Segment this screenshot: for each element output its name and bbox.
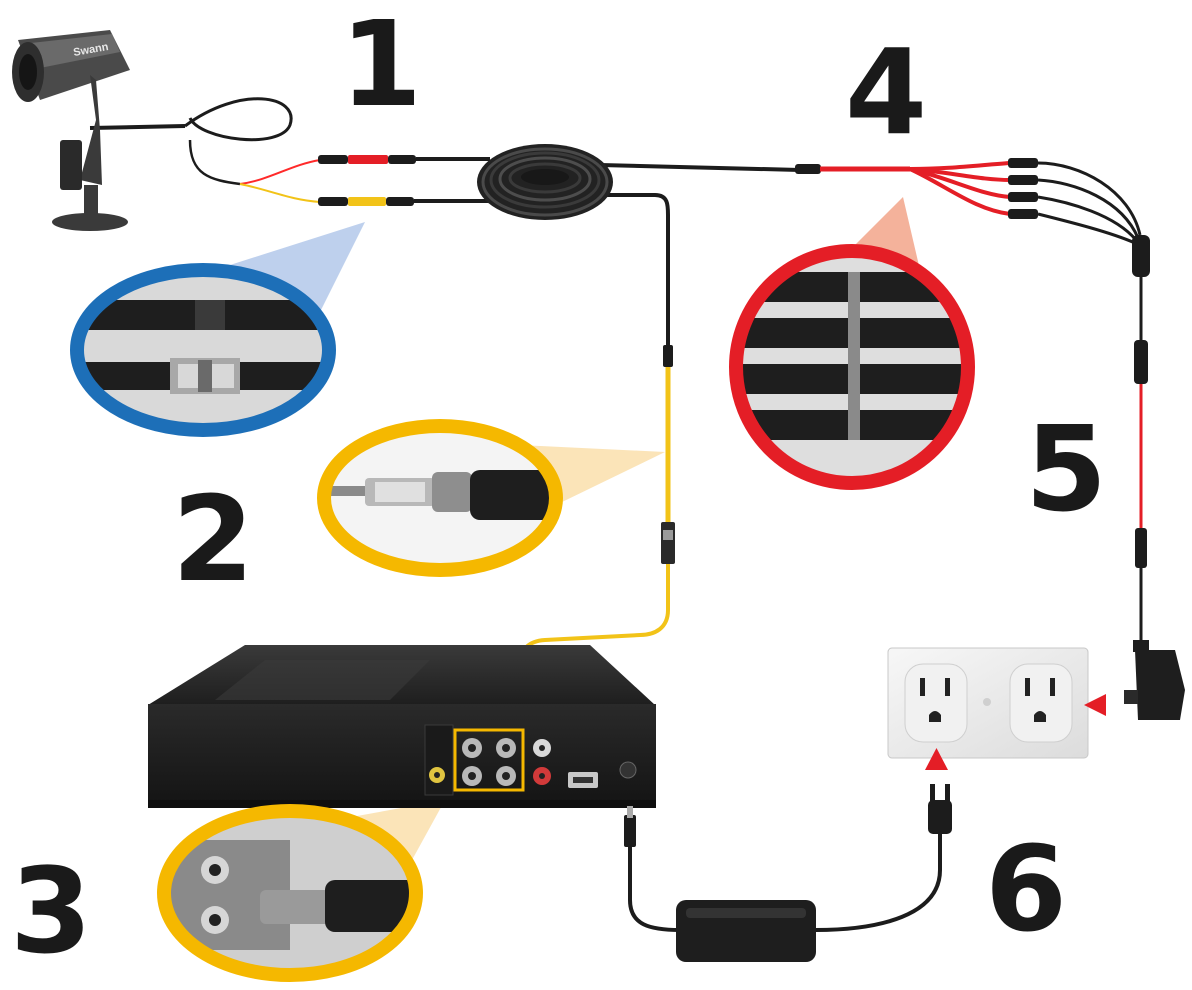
callout-beam-blue xyxy=(230,222,365,352)
step-number-6: 6 xyxy=(985,820,1067,958)
step-number-2: 2 xyxy=(172,470,254,608)
step-number-1: 1 xyxy=(340,0,422,133)
cable-network xyxy=(89,97,821,790)
wall-outlet-icon xyxy=(887,647,1089,759)
power-splitter-icon xyxy=(820,158,1150,640)
plug-icon xyxy=(928,784,952,834)
step-number-4: 4 xyxy=(845,23,927,161)
step-number-5: 5 xyxy=(1025,400,1107,538)
power-adapter-icon xyxy=(624,806,942,962)
callout-zoom-bnc xyxy=(317,419,563,577)
callout-zoom-dvr-input xyxy=(157,804,423,982)
wall-adapter-icon xyxy=(1124,640,1185,720)
security-camera-icon: Swann xyxy=(12,30,130,231)
dvr-recorder-icon xyxy=(148,645,656,808)
cable-coil xyxy=(477,144,613,220)
callout-zoom-power xyxy=(729,244,975,490)
outlet-marker-arrow-bottom xyxy=(925,748,948,770)
step-number-3: 3 xyxy=(10,842,92,980)
callout-zoom-blue xyxy=(70,263,336,437)
outlet-marker-arrow-right xyxy=(1084,694,1106,716)
